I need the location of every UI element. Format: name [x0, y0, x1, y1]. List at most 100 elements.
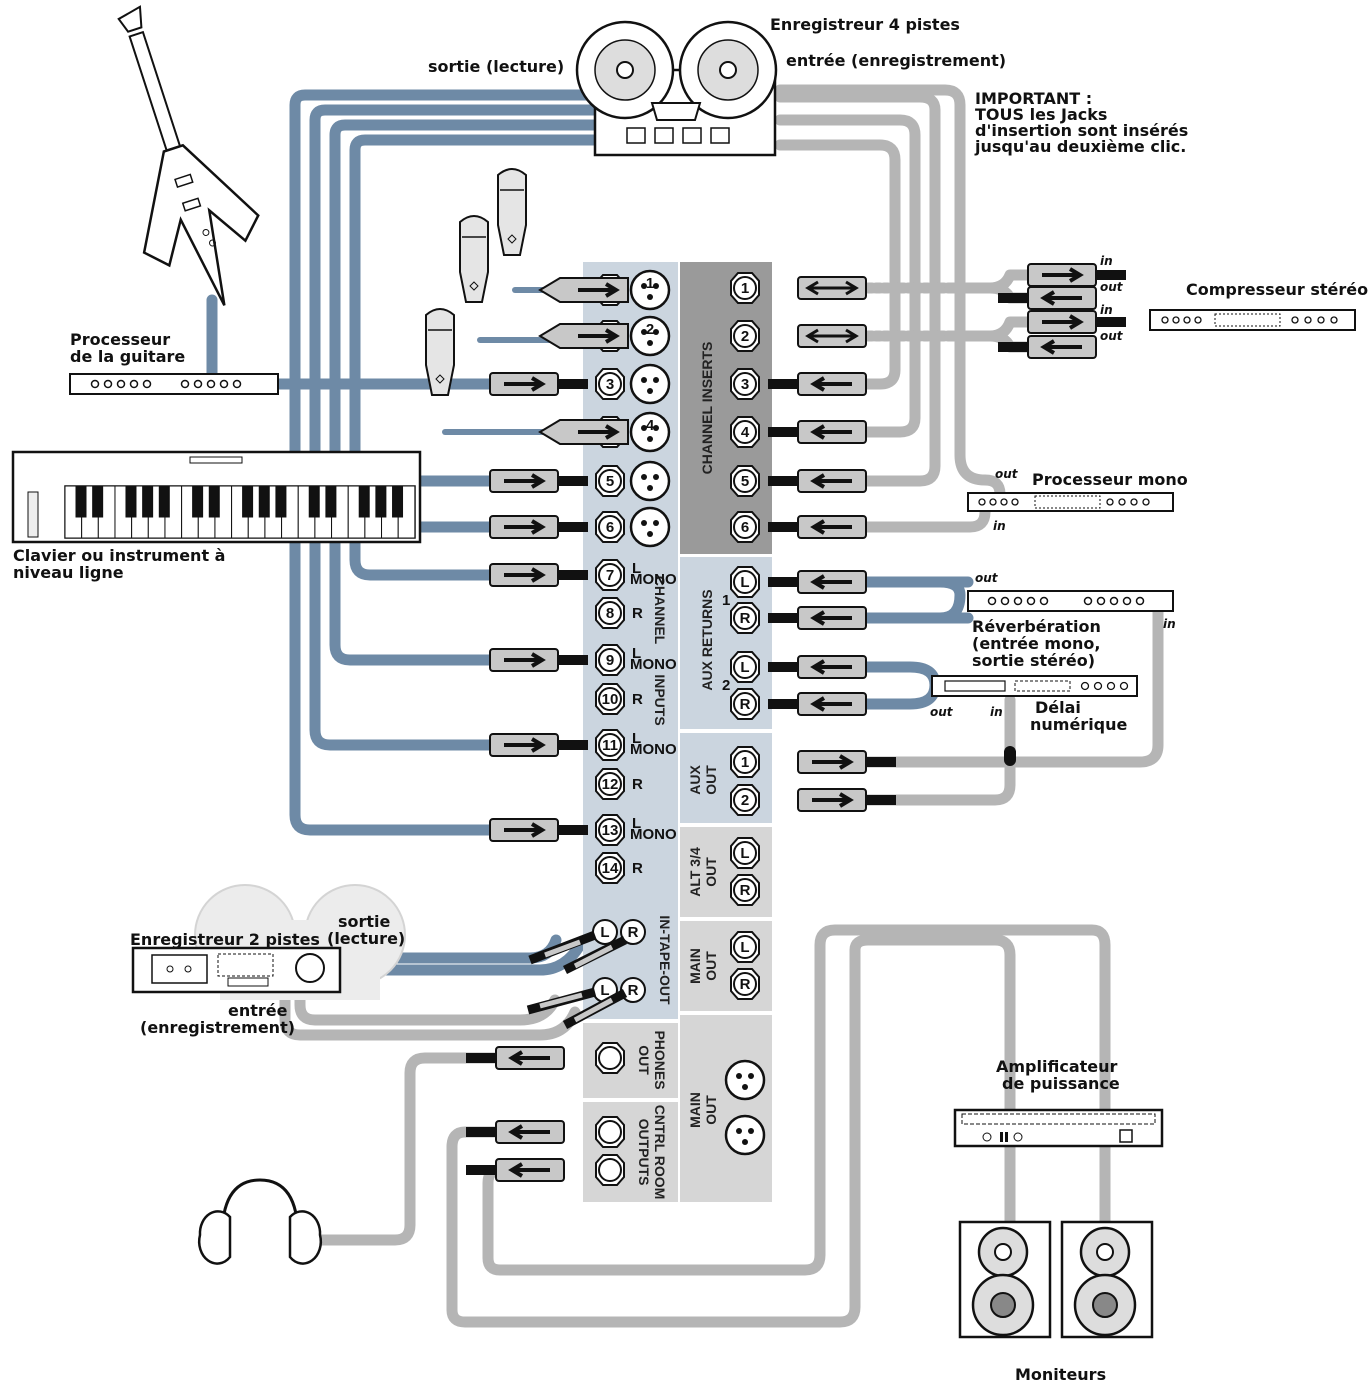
comp-out-1: out [1100, 280, 1124, 294]
right-label: R [632, 691, 643, 708]
insert-3[interactable]: 3 [730, 368, 760, 400]
main-xlr-out-l[interactable] [724, 1059, 766, 1101]
channel-input-10[interactable]: 10 R [595, 683, 643, 715]
amp-label-2: de puissance [1002, 1074, 1120, 1093]
black-key [142, 485, 154, 518]
keyboard-label-2: niveau ligne [13, 563, 124, 582]
rec2-in-label-1: entrée [228, 1001, 288, 1020]
aux-return-2-r-label: R [740, 696, 751, 713]
ctrl-room-r-socket[interactable] [595, 1154, 625, 1186]
insert-4[interactable]: 4 [730, 416, 760, 448]
channel-inputs-label-b: INPUTS [652, 674, 668, 725]
mono-label: MONO [630, 826, 677, 843]
channel-inputs: 1122344567LMONO8R9LMONO10R11LMONO12R13LM… [595, 269, 677, 884]
mono-label: MONO [630, 656, 677, 673]
jack-plugs [464, 262, 1128, 1183]
main-xlr-out-r[interactable] [724, 1114, 766, 1156]
channel-number: 10 [602, 691, 619, 708]
insert-number: 3 [741, 376, 749, 393]
guitar-processor [69, 373, 279, 395]
aux-returns-label: AUX RETURNS [699, 589, 715, 690]
main-out-l-label: L [740, 939, 749, 956]
reverb-in: in [1163, 617, 1176, 631]
output-jack-plug-icon [464, 1157, 566, 1183]
main-out-r-label: R [740, 976, 751, 993]
black-key [275, 485, 287, 518]
input-jack-plug-icon [488, 468, 590, 494]
xlr-plug-icon [538, 323, 629, 349]
important-line-3: d'insertion sont insérés [975, 121, 1188, 140]
mono-out: out [995, 467, 1019, 481]
black-key [375, 485, 387, 518]
stereo-compressor [1149, 309, 1356, 331]
insert-jack-plug-icon [766, 419, 868, 445]
insert-jack-plug-icon [796, 275, 868, 301]
channel-number: 13 [602, 822, 619, 839]
aux-return-1-num: 1 [722, 592, 730, 609]
monitor-speaker-icon [958, 1220, 1052, 1339]
input-jack-plug-icon [488, 647, 590, 673]
insert-6[interactable]: 6 [730, 511, 760, 543]
channel-number: 7 [606, 567, 614, 584]
important-line-2: TOUS les Jacks [975, 105, 1107, 124]
aux-out-label-a: AUX [687, 765, 703, 795]
black-key [158, 485, 170, 518]
return-jack-plug-icon [766, 569, 868, 595]
comp-in-1: in [1100, 254, 1113, 268]
insert-1[interactable]: 1 [730, 272, 760, 304]
channel-number: 8 [606, 605, 614, 622]
xlr-number: 2 [646, 321, 654, 338]
microphone-icon [425, 308, 455, 396]
insert-number: 2 [741, 328, 749, 345]
channel-input-5[interactable]: 5 [595, 460, 671, 502]
mono-label: MONO [630, 741, 677, 758]
keyboard-icon [11, 450, 422, 544]
comp-jack-plug-icon [996, 334, 1098, 360]
aux-return-2-l-label: L [740, 659, 749, 676]
tape-out-label: sortie (lecture) [428, 57, 564, 76]
rca-plug-icon [526, 930, 628, 1029]
left-label: L [632, 730, 641, 747]
right-label: R [632, 776, 643, 793]
phones-out-socket[interactable] [595, 1042, 625, 1074]
black-key [258, 485, 270, 518]
ctrl-room-l-socket[interactable] [595, 1116, 625, 1148]
insert-2[interactable]: 2 [730, 320, 760, 352]
recorder4-label: Enregistreur 4 pistes [770, 15, 960, 34]
black-key [192, 485, 204, 518]
phones-out-label-b: OUT [636, 1045, 652, 1075]
return-jack-plug-icon [766, 654, 868, 680]
cables [206, 84, 1164, 1328]
insert-number: 4 [741, 424, 750, 441]
tape-out-r-label: R [628, 982, 639, 999]
left-label: L [632, 815, 641, 832]
tape-out-r[interactable]: R [620, 977, 646, 1003]
black-key [92, 485, 104, 518]
xlr-input-icon [629, 460, 671, 502]
channel-input-6[interactable]: 6 [595, 506, 671, 548]
aux-return-1-r-label: R [740, 610, 751, 627]
black-key [358, 485, 370, 518]
phones-out-label-a: PHONES [652, 1030, 668, 1089]
black-key [75, 485, 87, 518]
xlr-input-icon [629, 363, 671, 405]
amp-label-1: Amplificateur [996, 1057, 1118, 1076]
insert-5[interactable]: 5 [730, 465, 760, 497]
tape-in-l[interactable]: L [592, 919, 618, 945]
compressor-label: Compresseur stéréo [1186, 280, 1368, 299]
input-jack-plug-icon [488, 817, 590, 843]
right-label: R [632, 860, 643, 877]
tape-in-r[interactable]: R [620, 919, 646, 945]
channel-input-3[interactable]: 3 [595, 363, 671, 405]
input-jack-plug-icon [488, 371, 590, 397]
tape-out-l-label: L [600, 982, 609, 999]
comp-out-2: out [1100, 329, 1124, 343]
mono-in: in [993, 519, 1006, 533]
